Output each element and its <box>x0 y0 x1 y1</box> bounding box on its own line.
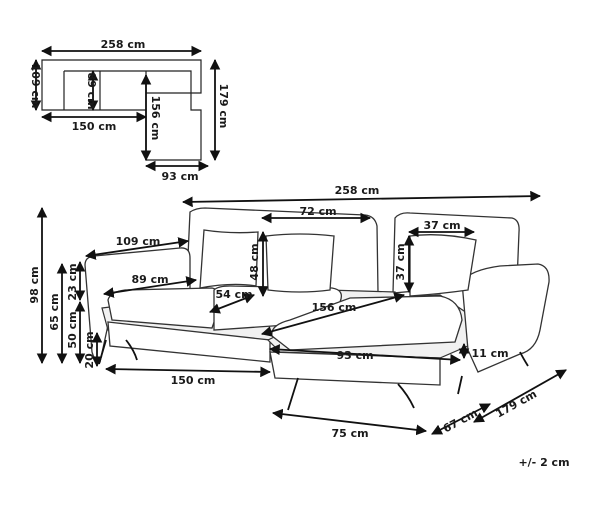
side-depth-arrow <box>84 237 190 260</box>
chaise-seat-length-label: 156 cm <box>312 301 357 314</box>
plan-outline <box>41 59 202 161</box>
back-pillow-center <box>265 233 335 293</box>
leg-height-label: 20 cm <box>83 331 96 368</box>
main-width-label: 150 cm <box>171 374 216 387</box>
plan-view: 258 cm 109 cm 89 cm 156 cm 179 cm 150 cm… <box>29 38 230 183</box>
plan-chaise-inner-label: 156 cm <box>149 96 162 141</box>
plan-chaise-total-label: 179 cm <box>217 84 230 129</box>
leg-chaise-right <box>457 375 463 395</box>
chaise-total-label: 179 cm <box>494 387 539 420</box>
chaise-width-label: 75 cm <box>331 427 368 440</box>
total-width-label: 258 cm <box>335 184 380 197</box>
plan-depth-left-label: 109 cm <box>29 64 42 109</box>
plan-inner-depth-label: 89 cm <box>85 72 98 109</box>
seat-cushion-depth-arrow <box>208 293 256 314</box>
leg-back-left <box>125 339 138 361</box>
dimensions: 258 cm 72 cm 37 cm 109 cm 98 cm 48 cm 37… <box>28 184 570 469</box>
chaise-width-arrow <box>271 408 428 436</box>
leg-chaise-mid <box>397 383 415 409</box>
chaise-inner-width-arrow <box>268 344 462 365</box>
leg-chaise-front <box>287 377 299 411</box>
seat-cushion-depth-label: 54 cm <box>215 288 252 301</box>
leg-right-arm <box>519 351 529 367</box>
arm-rest-label: 23 cm <box>66 263 79 300</box>
side-depth-label: 109 cm <box>116 235 161 248</box>
chaise-arm-height-label: 11 cm <box>471 347 508 360</box>
plan-chaise-width-label: 93 cm <box>161 170 198 183</box>
back-cushion-height-label: 48 cm <box>248 243 261 280</box>
plan-inner <box>63 70 192 110</box>
total-height-label: 98 cm <box>28 266 41 303</box>
back-pillow-left <box>199 229 259 289</box>
chaise-seat-length-arrow <box>260 292 406 337</box>
right-arm <box>461 263 550 373</box>
seat-depth-label: 89 cm <box>131 273 168 286</box>
chaise-depth-label: 67 cm <box>441 406 480 435</box>
seat-depth-arrow <box>102 276 198 298</box>
chaise-back-width-label: 37 cm <box>423 219 460 232</box>
plan-cushion-lines <box>99 71 191 110</box>
chaise-total-arrow <box>473 369 567 423</box>
plan-width-label: 258 cm <box>101 38 146 51</box>
plan-seat-width-label: 150 cm <box>72 120 117 133</box>
seat-height-label: 50 cm <box>66 311 79 348</box>
tolerance-note: +/- 2 cm <box>518 456 569 469</box>
chaise-cushion-height-label: 37 cm <box>394 243 407 280</box>
back-width-label: 72 cm <box>299 205 336 218</box>
total-width-arrow <box>181 190 542 208</box>
chaise-inner-width-label: 93 cm <box>336 349 373 362</box>
arm-height-label: 65 cm <box>48 293 61 330</box>
back-pillow-chaise <box>409 234 477 297</box>
main-width-arrow <box>104 363 272 378</box>
